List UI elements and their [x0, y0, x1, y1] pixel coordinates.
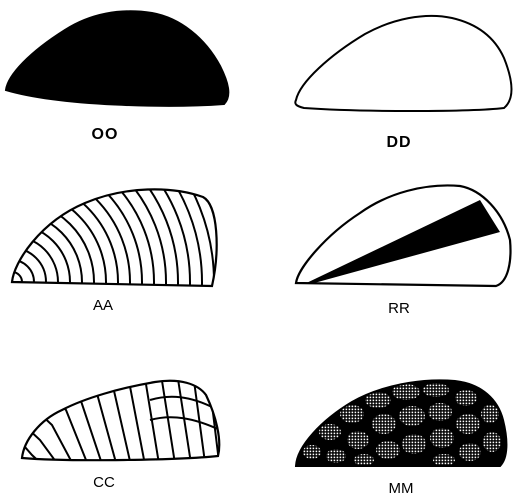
label-rr: RR	[388, 301, 410, 316]
shell-cc	[10, 362, 220, 470]
label-oo: OO	[92, 127, 119, 143]
shell-dd	[295, 16, 511, 111]
shell-rr	[296, 185, 510, 288]
label-aa: AA	[93, 298, 113, 313]
shell-oo-outline	[6, 11, 228, 105]
shell-mm	[296, 380, 506, 466]
label-mm: MM	[389, 481, 414, 496]
label-cc: CC	[93, 475, 115, 490]
shell-oo	[6, 11, 228, 105]
label-dd: DD	[386, 135, 411, 151]
shell-dd-outline	[295, 16, 511, 111]
